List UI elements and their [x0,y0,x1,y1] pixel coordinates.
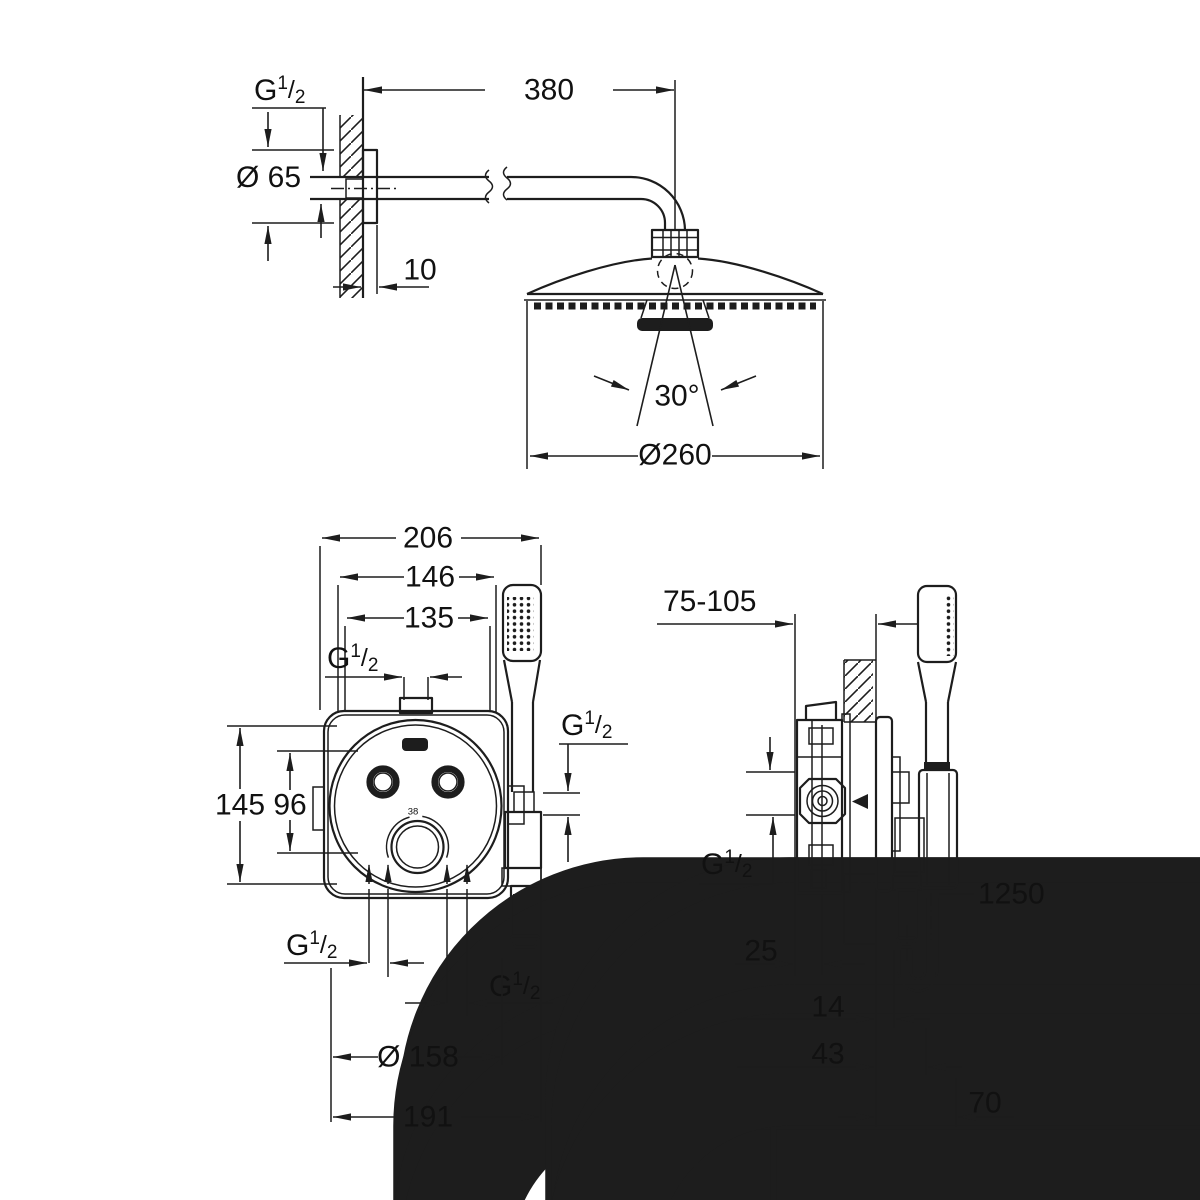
dim-arm-thread: G1/2 [252,73,327,238]
dim-hand-shower-thread: G1/2 [543,708,628,862]
dim-bottom-left-thread: G1/2 [284,896,424,977]
dim-trim-diameter: Ø 158 [330,958,503,1122]
front-view-thermostat: 38 206 [215,522,1200,1200]
side-view-installation: 75-105 G1/2 1250 25 14 [657,584,1045,1127]
hose-outlet-front [509,884,541,938]
arm-escutcheon [361,148,379,225]
label-escutcheon-depth: 10 [403,254,436,287]
label-rough-in-depth: 75-105 [663,585,756,618]
dim-arm-length: 380 [364,74,676,230]
holder-bracket [507,785,525,825]
flow-direction-marker [852,794,868,809]
dim-spray-angle: 30° [593,264,757,427]
hand-shower-holder [503,810,543,870]
label-port-spacing: 135 [404,602,454,635]
control-button-right [431,765,465,799]
label-hole-spacing-w: 146 [405,561,455,594]
wall-section [843,659,876,945]
label-temperature-stop: 38 [408,807,419,818]
dim-knob-projection: 43 [737,1028,962,1075]
label-knob-projection: 43 [811,1038,844,1071]
shower-hose [897,893,939,993]
trim-sleeve-circle [328,718,503,894]
dim-overall-height: 145 [215,725,337,885]
dim-hole-spacing-w: 146 [337,561,497,712]
dim-overall-width: 206 [319,522,542,1122]
dim-hose-length: 1250 [939,878,1045,911]
label-top-port-thread: G1/2 [327,641,378,676]
control-button-left [366,765,400,799]
dim-hole-spacing-h: 96 [273,750,358,854]
dim-trim-depth: 14 [737,950,930,1028]
head-shower [524,257,826,331]
dim-port-spacing: 135 [344,602,491,712]
label-plate-offset: 25 [744,935,777,968]
pipe-break-symbol [484,169,494,204]
dim-bottom-right-thread: G1/2 [405,896,553,1016]
hidden-bottom-ports [365,864,471,896]
label-trim-diameter: Ø 158 [377,1041,459,1074]
label-hose-length: 1250 [978,878,1045,911]
hand-shower-nozzles-side [945,594,954,656]
label-overall-height: 145 [215,789,265,822]
label-trim-depth: 14 [811,991,844,1024]
arm-nut [650,228,700,259]
label-arm-thread: G1/2 [254,73,305,108]
label-hole-spacing-h: 96 [273,789,306,822]
label-hand-shower-projection: 70 [968,1087,1001,1120]
back-plate [841,713,851,893]
dim-escutcheon-depth: 10 [333,225,437,294]
thermostat-knob: 38 [385,807,450,875]
side-tab [312,786,325,831]
hand-shower-front [501,583,543,949]
side-port [798,777,847,825]
brand-logo [402,738,428,751]
label-hand-shower-thread: G1/2 [561,708,612,743]
upper-knob-knurl [891,771,910,804]
center-spray-ring [637,318,713,331]
wall-hatch [340,115,363,298]
dim-top-port-thread: G1/2 [325,641,462,700]
label-bottom-right-thread: G1/2 [489,969,540,1004]
label-arm-length: 380 [524,74,574,107]
label-head-diameter: Ø260 [638,439,711,472]
dim-hand-shower-projection: 70 [838,1078,1014,1127]
label-overall-width: 206 [403,522,453,555]
dim-plate-offset: 25 [735,895,865,975]
label-bottom-left-thread: G1/2 [286,928,337,963]
dim-side-port-thread: G1/2 [699,737,795,885]
label-escutcheon-diameter: Ø 65 [236,161,301,194]
top-view-head-shower: 30° 380 G1/2 Ø 65 10 [236,73,826,472]
label-spray-angle: 30° [654,380,699,413]
hand-shower-nozzles [507,597,534,651]
thermostat-knob-knurl [894,817,925,873]
dim-head-diameter: Ø260 [526,301,824,472]
trim-plate-side [874,715,901,893]
label-side-port-thread: G1/2 [701,847,752,882]
top-port [398,696,434,715]
shower-arm [310,166,687,231]
dim-bottom-width: 191 [333,1101,539,1134]
label-bottom-width: 191 [403,1101,453,1134]
dim-escutcheon-diameter: Ø 65 [236,112,334,261]
dim-rough-in-depth: 75-105 [657,585,918,628]
rough-in-box [795,700,851,895]
ball-joint-hidden [656,252,694,290]
